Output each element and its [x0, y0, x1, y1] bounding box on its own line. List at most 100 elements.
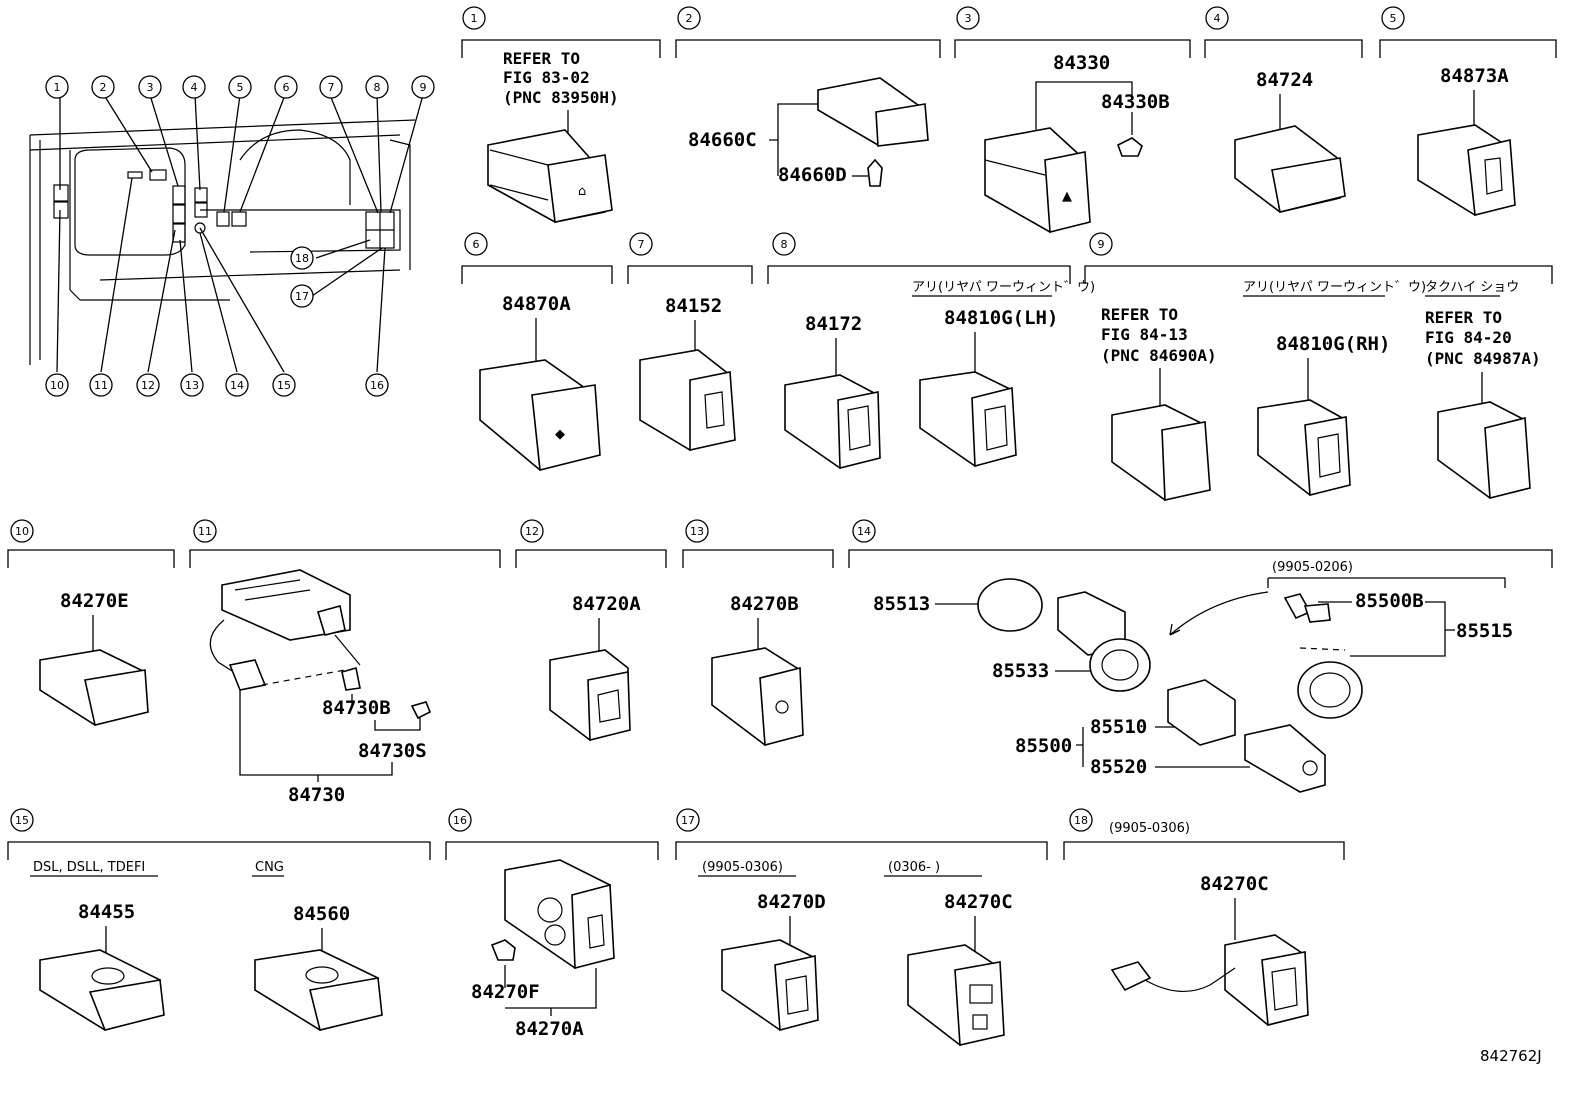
part-84730B: 84730B [322, 697, 391, 719]
part-84873A: 84873A [1440, 65, 1509, 87]
section-bracket-8 [767, 265, 1071, 284]
part-85500B: 85500B [1355, 590, 1424, 612]
svg-text:6: 6 [473, 238, 480, 251]
section-17: (9905-0306) (0306- ) 84270D 84270C [698, 860, 1013, 1046]
part-84270A: 84270A [515, 1018, 584, 1040]
section-callout-9: 9 [1089, 232, 1113, 256]
section-bracket-6 [461, 265, 613, 284]
svg-text:5: 5 [1390, 12, 1397, 25]
section-bracket-1 [461, 39, 661, 58]
svg-text:16: 16 [370, 379, 384, 392]
section-bracket-17 [675, 841, 1048, 860]
overview-callout-5: 5 [228, 75, 252, 99]
svg-text:14: 14 [857, 525, 871, 538]
section-14-note: (9905-0206) [1272, 560, 1353, 575]
section-bracket-15 [7, 841, 431, 860]
svg-text:4: 4 [1214, 12, 1221, 25]
section-17-note2: (0306- ) [888, 860, 940, 875]
section-17-note: (9905-0306) [702, 860, 783, 875]
overview-callout-7: 7 [319, 75, 343, 99]
refer-9a-line-2: FIG 84-13 [1101, 325, 1188, 344]
section-callout-3: 3 [956, 6, 980, 30]
svg-text:2: 2 [100, 81, 107, 94]
refer-9b-line-3: (PNC 84987A) [1425, 349, 1541, 368]
svg-text:7: 7 [638, 238, 645, 251]
refer-line-3: (PNC 83950H) [503, 88, 619, 107]
overview-callout-6: 6 [274, 75, 298, 99]
part-84455: 84455 [78, 901, 135, 923]
diagram-code: 842762J [1480, 1047, 1542, 1065]
section-bracket-4 [1204, 39, 1363, 58]
part-85515: 85515 [1456, 620, 1513, 642]
section-callout-1: 1 [462, 6, 486, 30]
section-callout-12: 12 [520, 519, 544, 543]
refer-9a-line-1: REFER TO [1101, 305, 1178, 324]
part-84270D: 84270D [757, 891, 826, 913]
overview-callout-8: 8 [365, 75, 389, 99]
svg-text:11: 11 [198, 525, 212, 538]
section-callout-14: 14 [852, 519, 876, 543]
svg-text:▲: ▲ [1062, 189, 1072, 204]
section-12: 84720A [549, 593, 641, 742]
svg-text:9: 9 [1098, 238, 1105, 251]
svg-text:14: 14 [230, 379, 244, 392]
overview-callout-16: 16 [365, 373, 389, 397]
overview-callout-9: 9 [411, 75, 435, 99]
part-84724: 84724 [1256, 69, 1313, 91]
part-85510: 85510 [1090, 716, 1147, 738]
svg-text:7: 7 [328, 81, 335, 94]
svg-text:18: 18 [295, 252, 309, 265]
part-84330: 84330 [1053, 52, 1110, 74]
section-5: 84873A [1417, 65, 1516, 216]
section-callout-4: 4 [1205, 6, 1229, 30]
section-bracket-2 [675, 39, 941, 58]
svg-text:11: 11 [94, 379, 108, 392]
overview-callout-2: 2 [91, 75, 115, 99]
refer-9a-line-3: (PNC 84690A) [1101, 346, 1217, 365]
overview-callout-13: 13 [180, 373, 204, 397]
svg-text:3: 3 [147, 81, 154, 94]
overview-callout-11: 11 [89, 373, 113, 397]
section-callout-7: 7 [629, 232, 653, 256]
refer-line-1: REFER TO [503, 49, 580, 68]
section-18-note: (9905-0306) [1109, 821, 1190, 836]
section-14: (9905-0206) 85513 85533 85500B 85515 855… [873, 560, 1513, 793]
section-callout-13: 13 [685, 519, 709, 543]
section-9-note: アリ(リヤパ ワーウィント゛ウ) [1243, 280, 1426, 295]
section-9-note2: タクハイ ショウ [1425, 280, 1519, 295]
section-callout-18: 18 [1069, 808, 1093, 832]
svg-text:10: 10 [15, 525, 29, 538]
section-13: 84270B [711, 593, 804, 747]
section-callout-10: 10 [10, 519, 34, 543]
part-84870A: 84870A [502, 293, 571, 315]
svg-text:4: 4 [191, 81, 198, 94]
part-84270E: 84270E [60, 590, 129, 612]
section-11: 84730B 84730S 84730 [209, 569, 432, 806]
section-callout-6: 6 [464, 232, 488, 256]
section-2: 84660C 84660D [688, 77, 929, 187]
refer-line-2: FIG 83-02 [503, 68, 590, 87]
svg-text:12: 12 [525, 525, 539, 538]
section-4: 84724 [1234, 69, 1346, 213]
svg-text:13: 13 [185, 379, 199, 392]
overview-callout-18: 18 [290, 246, 314, 270]
overview-callout-14: 14 [225, 373, 249, 397]
svg-text:8: 8 [374, 81, 381, 94]
svg-text:18: 18 [1074, 814, 1088, 827]
section-8-note: アリ(リヤパ ワーウィント゛ウ) [912, 280, 1095, 295]
section-bracket-16 [445, 841, 659, 860]
svg-text:◆: ◆ [555, 427, 565, 442]
part-84810G-RH: 84810G(RH) [1276, 333, 1390, 355]
refer-9b-line-2: FIG 84-20 [1425, 328, 1512, 347]
svg-text:6: 6 [283, 81, 290, 94]
part-85520: 85520 [1090, 756, 1147, 778]
section-bracket-18 [1063, 841, 1345, 860]
section-bracket-5 [1379, 39, 1557, 58]
part-84730S: 84730S [358, 740, 427, 762]
section-callout-15: 15 [10, 808, 34, 832]
part-84720A: 84720A [572, 593, 641, 615]
part-84660C: 84660C [688, 129, 757, 151]
overview-callout-15: 15 [272, 373, 296, 397]
part-85513: 85513 [873, 593, 930, 615]
